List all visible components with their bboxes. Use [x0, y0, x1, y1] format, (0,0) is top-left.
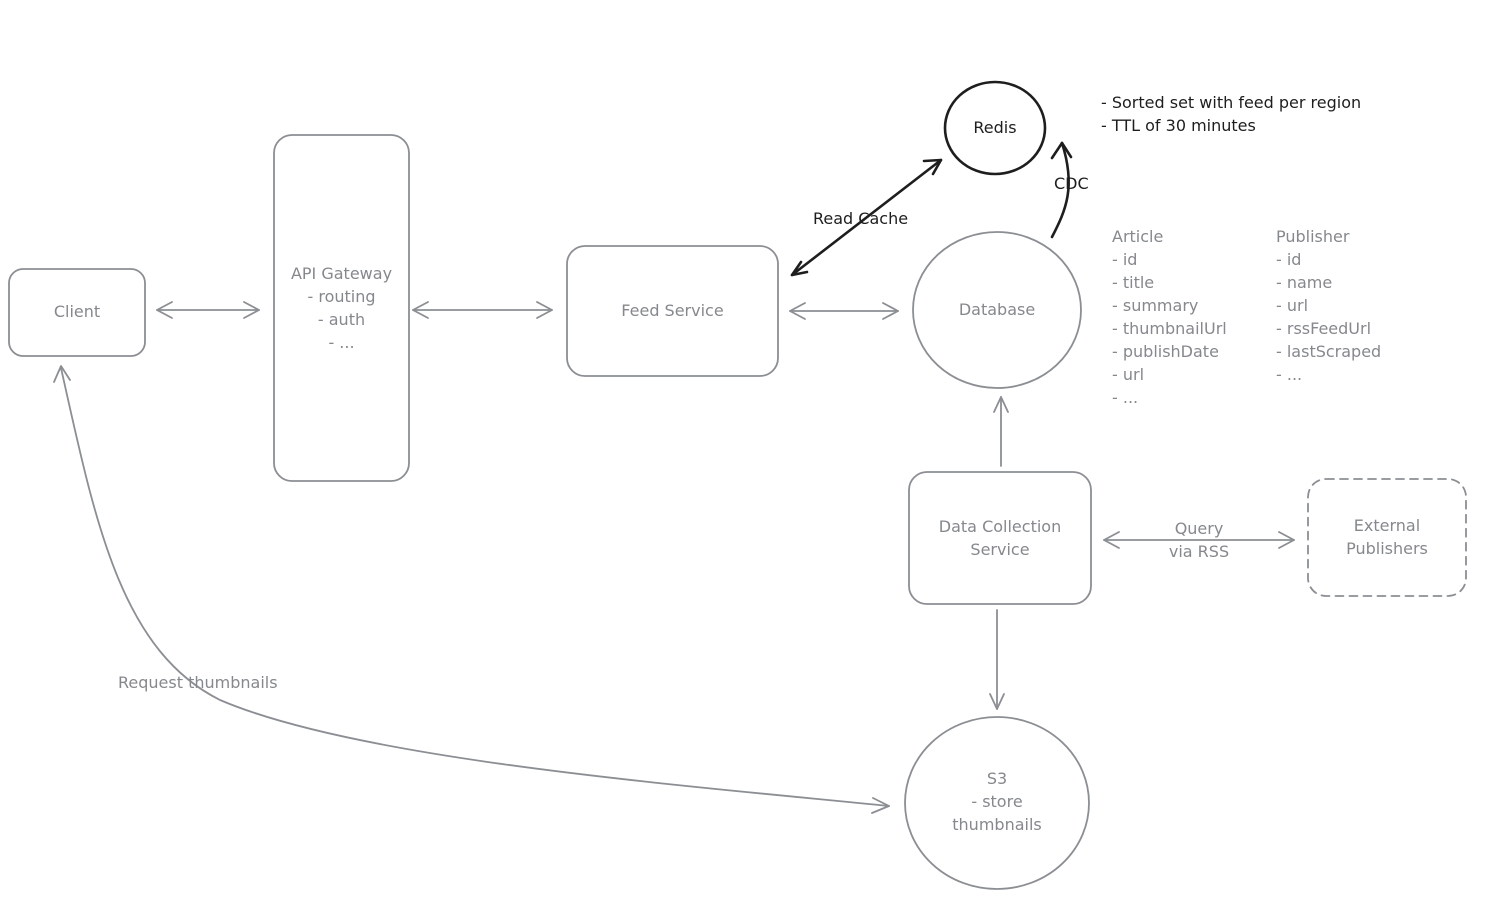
publisher-schema: Publisher - id - name - url - rssFeedUrl…: [1276, 225, 1381, 386]
article-field-title: - title: [1112, 273, 1155, 292]
client-box[interactable]: [8, 268, 146, 357]
database-circle[interactable]: [912, 231, 1082, 389]
query-rss-line-2: via RSS: [1168, 542, 1230, 561]
api-gateway-line-more: - ...: [328, 333, 355, 352]
data-collection-line-1: Data Collection: [938, 517, 1062, 536]
s3-line-thumbnails: thumbnails: [952, 815, 1042, 834]
api-gateway-line-routing: - routing: [307, 287, 376, 306]
publisher-field-lastscraped: - lastScraped: [1276, 342, 1382, 361]
publisher-field-url: - url: [1276, 296, 1309, 315]
publisher-field-id: - id: [1276, 250, 1302, 269]
s3-title: S3: [986, 769, 1008, 788]
api-gateway-line-auth: - auth: [317, 310, 366, 329]
feed-database-arrow[interactable]: [789, 302, 899, 320]
s3-label: S3 - store thumbnails: [905, 767, 1089, 836]
article-field-url: - url: [1112, 365, 1145, 384]
external-publishers-line-2: Publishers: [1346, 539, 1428, 558]
redis-label: Redis: [973, 118, 1017, 137]
redis-notes: - Sorted set with feed per region - TTL …: [1101, 91, 1361, 137]
request-thumbnails-label: Request thumbnails: [118, 673, 278, 692]
collection-database-arrow[interactable]: [993, 396, 1009, 467]
read-cache-label: Read Cache: [813, 209, 909, 228]
api-gateway-title: API Gateway: [290, 264, 393, 283]
s3-line-store: - store: [971, 792, 1023, 811]
feed-service-label: Feed Service: [621, 301, 724, 320]
article-field-publishdate: - publishDate: [1112, 342, 1219, 361]
article-field-id: - id: [1112, 250, 1138, 269]
publisher-field-rssfeedurl: - rssFeedUrl: [1276, 319, 1372, 338]
cdc-arrow[interactable]: [1050, 141, 1073, 239]
external-publishers-label: External Publishers: [1308, 514, 1466, 560]
redis-note-ttl: - TTL of 30 minutes: [1101, 116, 1256, 135]
s3-circle[interactable]: [904, 716, 1090, 890]
publisher-schema-title: Publisher: [1276, 227, 1350, 246]
article-schema-title: Article: [1112, 227, 1164, 246]
data-collection-label: Data Collection Service: [909, 515, 1091, 561]
publisher-field-name: - name: [1276, 273, 1333, 292]
external-publishers-line-1: External: [1353, 516, 1421, 535]
query-rss-line-1: Query: [1174, 519, 1224, 538]
article-field-summary: - summary: [1112, 296, 1199, 315]
database-label: Database: [958, 300, 1036, 319]
api-gateway-label: API Gateway - routing - auth - ...: [270, 262, 413, 354]
feed-service-box[interactable]: [566, 245, 779, 377]
api-gateway-box[interactable]: [273, 134, 410, 482]
query-rss-label: Query via RSS: [1140, 517, 1258, 563]
data-collection-line-2: Service: [970, 540, 1030, 559]
article-field-thumbnailurl: - thumbnailUrl: [1112, 319, 1227, 338]
query-rss-arrow[interactable]: [1103, 531, 1295, 549]
publisher-field-more: - ...: [1276, 365, 1303, 384]
article-field-more: - ...: [1112, 388, 1139, 407]
article-schema: Article - id - title - summary - thumbna…: [1112, 225, 1227, 409]
client-gateway-arrow[interactable]: [156, 301, 260, 319]
collection-s3-arrow[interactable]: [989, 609, 1005, 710]
cdc-label: CDC: [1054, 174, 1089, 193]
redis-note-sorted-set: - Sorted set with feed per region: [1101, 93, 1362, 112]
request-thumbnails-arrow[interactable]: [53, 365, 890, 814]
client-label: Client: [53, 302, 101, 321]
external-publishers-box[interactable]: [1307, 478, 1467, 597]
data-collection-box[interactable]: [908, 471, 1092, 605]
redis-circle[interactable]: [943, 80, 1047, 176]
read-cache-arrow[interactable]: [790, 158, 943, 277]
gateway-feed-arrow[interactable]: [412, 301, 553, 319]
